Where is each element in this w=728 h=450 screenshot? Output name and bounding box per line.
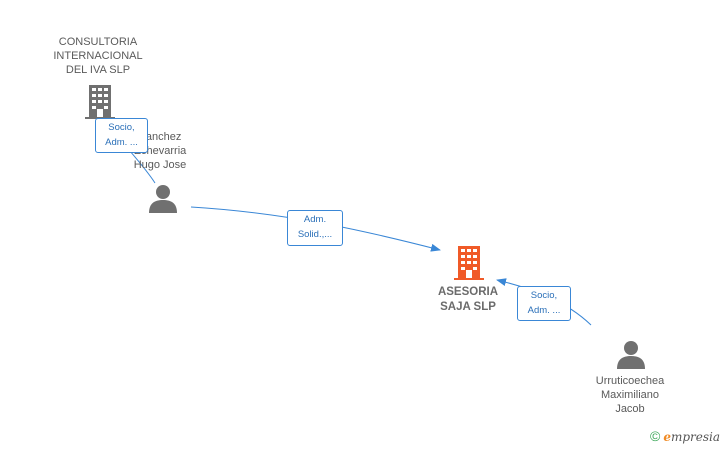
edge-label-sanchez-asesoria[interactable]: Adm. Solid.,...: [287, 210, 343, 246]
node-label-consultoria: CONSULTORIA INTERNACIONAL DEL IVA SLP: [53, 36, 143, 76]
edge-label-urruticoechea-asesoria[interactable]: Socio, Adm. ...: [517, 286, 571, 321]
edge-label-sanchez-consultoria[interactable]: Socio, Adm. ...: [95, 118, 148, 153]
node-label-sanchez: Sanchez Echevarria Hugo Jose: [133, 131, 187, 171]
node-label-urruticoechea: Urruticoechea Maximiliano Jacob: [595, 375, 665, 415]
copyright-icon: ©: [650, 428, 661, 444]
person-icon[interactable]: [616, 340, 646, 370]
building-main-icon[interactable]: [453, 245, 485, 281]
building-icon[interactable]: [84, 84, 116, 120]
brand-name: mpresia: [670, 430, 721, 444]
brand-initial: e: [663, 430, 671, 444]
node-label-asesoria: ASESORIA SAJA SLP: [437, 286, 499, 313]
footer-brand: ©empresia: [650, 428, 720, 444]
person-icon[interactable]: [148, 184, 178, 214]
